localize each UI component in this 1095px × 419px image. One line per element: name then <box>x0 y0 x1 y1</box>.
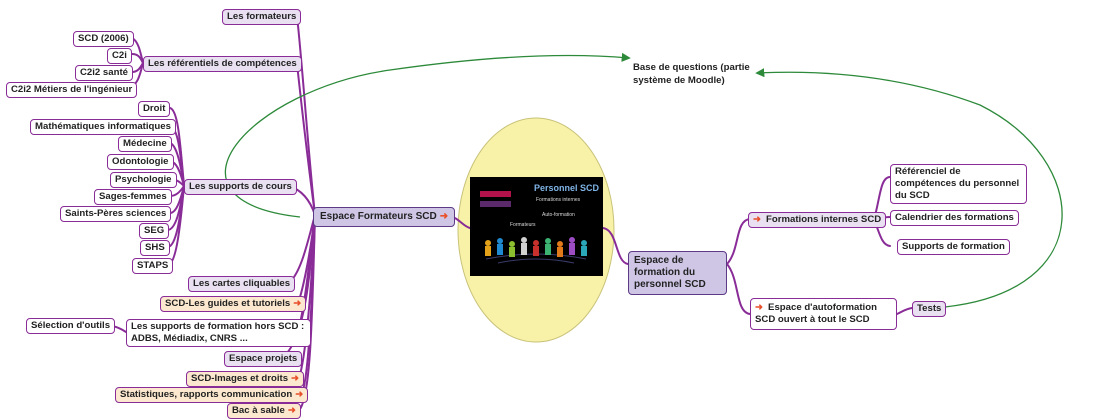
node-sup-saints-peres[interactable]: Saints-Pères sciences <box>60 206 172 222</box>
image-tag-red <box>480 191 511 197</box>
node-supports-cours[interactable]: Les supports de cours <box>184 179 297 195</box>
node-formations-internes[interactable]: ➜Formations internes SCD <box>748 212 887 228</box>
node-cartes-cliquables[interactable]: Les cartes cliquables <box>188 276 296 292</box>
node-ref-c2i[interactable]: C2i <box>107 48 132 64</box>
expand-arrow-icon[interactable]: ➜ <box>295 389 304 400</box>
node-sup-psychologie[interactable]: Psychologie <box>110 172 177 188</box>
node-referentiel-personnel[interactable]: Référenciel de compétences du personnel … <box>890 164 1027 204</box>
branch-formateurs <box>296 15 316 216</box>
node-guides-tutoriels[interactable]: SCD-Les guides et tutoriels➜ <box>160 296 307 312</box>
node-tests[interactable]: Tests <box>912 301 947 317</box>
node-supports-formation[interactable]: Supports de formation <box>897 239 1010 255</box>
node-referentiels[interactable]: Les référentiels de compétences <box>143 56 302 72</box>
node-sup-math[interactable]: Mathématiques informatiques <box>30 119 176 135</box>
branch-internes <box>726 218 751 265</box>
node-sup-shs[interactable]: SHS <box>140 240 170 256</box>
image-label: Auto-formation <box>542 212 575 218</box>
base-questions-label: Base de questions (partie système de Moo… <box>633 62 750 86</box>
relation-tests-to-base <box>755 68 1063 308</box>
people-network-illustration <box>485 237 587 264</box>
branch-tests <box>896 307 913 315</box>
node-sup-medecine[interactable]: Médecine <box>118 136 172 152</box>
node-espace-projets[interactable]: Espace projets <box>224 351 303 367</box>
node-ref-scd[interactable]: SCD (2006) <box>73 31 134 47</box>
node-images-droits[interactable]: SCD-Images et droits➜ <box>186 371 305 387</box>
expand-arrow-icon[interactable]: ➜ <box>439 211 449 222</box>
node-bac-a-sable[interactable]: Bac à sable➜ <box>227 403 301 419</box>
expand-arrow-icon[interactable]: ➜ <box>291 373 300 384</box>
node-formateurs[interactable]: Les formateurs <box>222 9 302 25</box>
node-calendrier[interactable]: Calendrier des formations <box>890 210 1019 226</box>
node-sup-sages-femmes[interactable]: Sages-femmes <box>94 189 172 205</box>
image-tag-dark <box>480 201 511 207</box>
node-espace-formateurs[interactable]: Espace Formateurs SCD➜ <box>313 207 456 227</box>
node-selection-outils[interactable]: Sélection d'outils <box>26 318 116 334</box>
expand-arrow-icon[interactable]: ➜ <box>287 405 296 416</box>
node-supports-hors-scd[interactable]: Les supports de formation hors SCD : ADB… <box>126 319 311 347</box>
branch-image-to-personnel <box>602 227 629 265</box>
expand-arrow-icon[interactable]: ➜ <box>293 298 302 309</box>
image-title: Personnel SCD <box>533 183 599 193</box>
node-sup-seg[interactable]: SEG <box>139 223 170 239</box>
node-sup-odontologie[interactable]: Odontologie <box>107 154 174 170</box>
branch-autoformation <box>726 263 751 315</box>
node-espace-personnel[interactable]: Espace de formation du personnel SCD <box>628 251 727 295</box>
image-label: Formateurs <box>510 222 536 228</box>
branch-ref-c2i <box>131 53 144 64</box>
node-sup-staps[interactable]: STAPS <box>132 258 174 274</box>
node-statistiques[interactable]: Statistiques, rapports communication➜ <box>115 387 309 403</box>
node-sup-droit[interactable]: Droit <box>138 101 171 117</box>
node-autoformation[interactable]: ➜Espace d'autoformation SCD ouvert à tou… <box>750 298 897 330</box>
node-ref-c2i2-metiers[interactable]: C2i2 Métiers de l'ingénieur <box>6 82 138 98</box>
node-ref-c2i2-sante[interactable]: C2i2 santé <box>75 65 133 81</box>
expand-arrow-icon[interactable]: ➜ <box>755 302 764 313</box>
branch-referentiels <box>296 63 316 216</box>
image-label: Formations internes <box>536 197 581 203</box>
expand-arrow-icon[interactable]: ➜ <box>753 214 762 225</box>
personnel-scd-image[interactable]: Personnel SCD Formations internes Auto-f… <box>470 177 603 276</box>
